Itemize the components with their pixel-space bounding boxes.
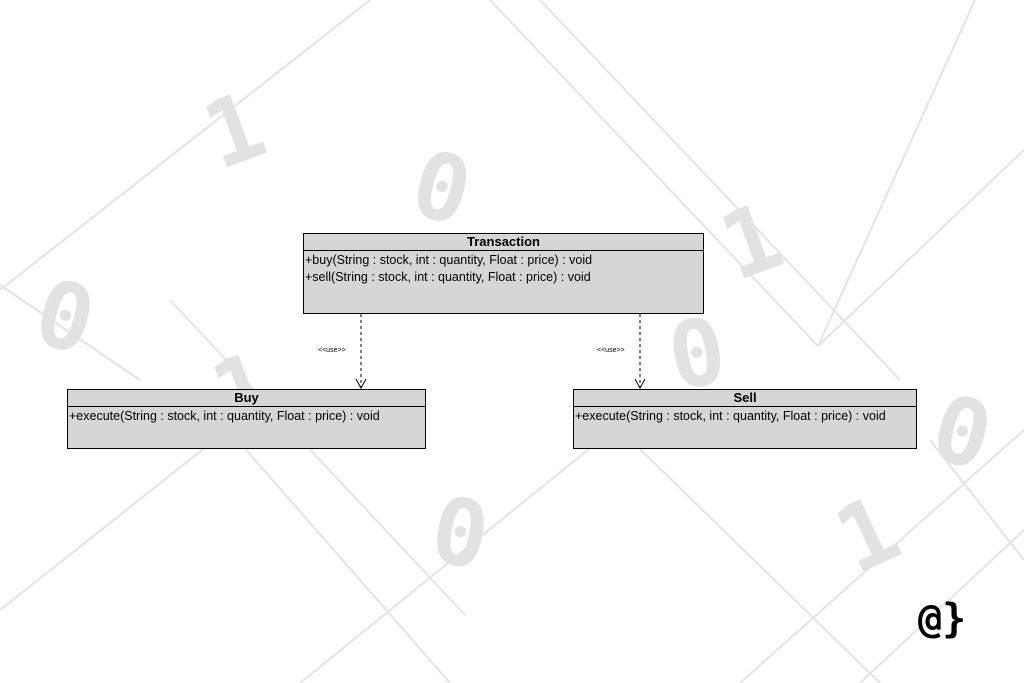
class-name: Transaction (304, 234, 703, 251)
operations-compartment: +execute(String : stock, int : quantity,… (574, 407, 916, 425)
class-transaction[interactable]: Transaction +buy(String : stock, int : q… (303, 233, 704, 314)
stereotype-label-sell: <<use>> (597, 347, 625, 354)
stereotype-label-buy: <<use>> (318, 347, 346, 354)
operation-buy: +buy(String : stock, int : quantity, Flo… (305, 253, 593, 267)
class-buy[interactable]: Buy +execute(String : stock, int : quant… (67, 389, 426, 449)
operations-compartment: +execute(String : stock, int : quantity,… (68, 407, 425, 425)
dependency-buy (355, 314, 367, 390)
dependency-sell (634, 314, 646, 390)
operation-execute: +execute(String : stock, int : quantity,… (69, 409, 380, 423)
operation-sell: +sell(String : stock, int : quantity, Fl… (305, 270, 591, 284)
class-name: Sell (574, 390, 916, 407)
operation-execute: +execute(String : stock, int : quantity,… (575, 409, 886, 423)
class-sell[interactable]: Sell +execute(String : stock, int : quan… (573, 389, 917, 449)
brand-logo: @} (918, 596, 967, 642)
class-name: Buy (68, 390, 425, 407)
operations-compartment: +buy(String : stock, int : quantity, Flo… (304, 251, 703, 286)
